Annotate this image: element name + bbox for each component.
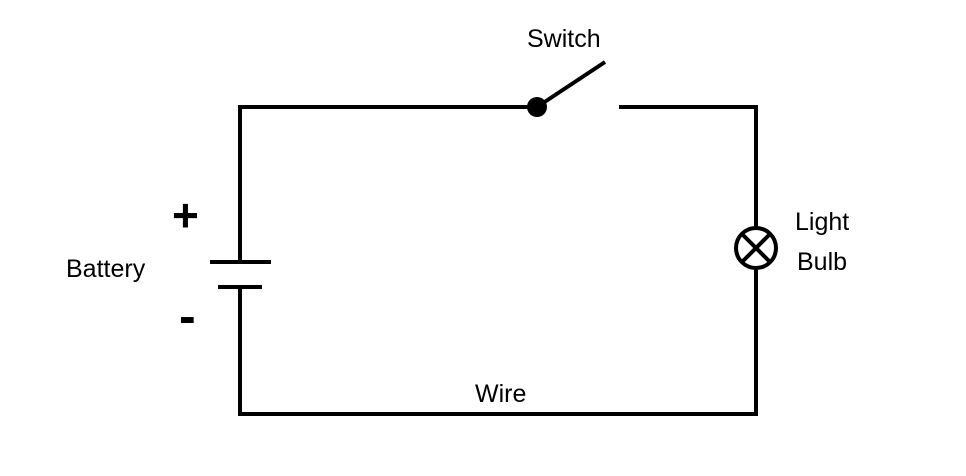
light-bulb-label-line2: Bulb (797, 248, 848, 276)
plus-sign: + (172, 189, 199, 241)
switch-label: Switch (527, 25, 601, 53)
wire-right-bottom (238, 268, 758, 416)
switch-pivot (527, 97, 547, 117)
wire-label: Wire (475, 380, 527, 408)
bulb-cross-2 (740, 232, 772, 264)
wire-left-top (238, 105, 537, 262)
wire-right (619, 105, 758, 228)
switch-lever (535, 60, 607, 109)
minus-sign: - (179, 288, 196, 344)
battery-label: Battery (66, 255, 146, 283)
light-bulb-icon (734, 226, 778, 270)
light-bulb-label-line1: Light (795, 208, 850, 236)
